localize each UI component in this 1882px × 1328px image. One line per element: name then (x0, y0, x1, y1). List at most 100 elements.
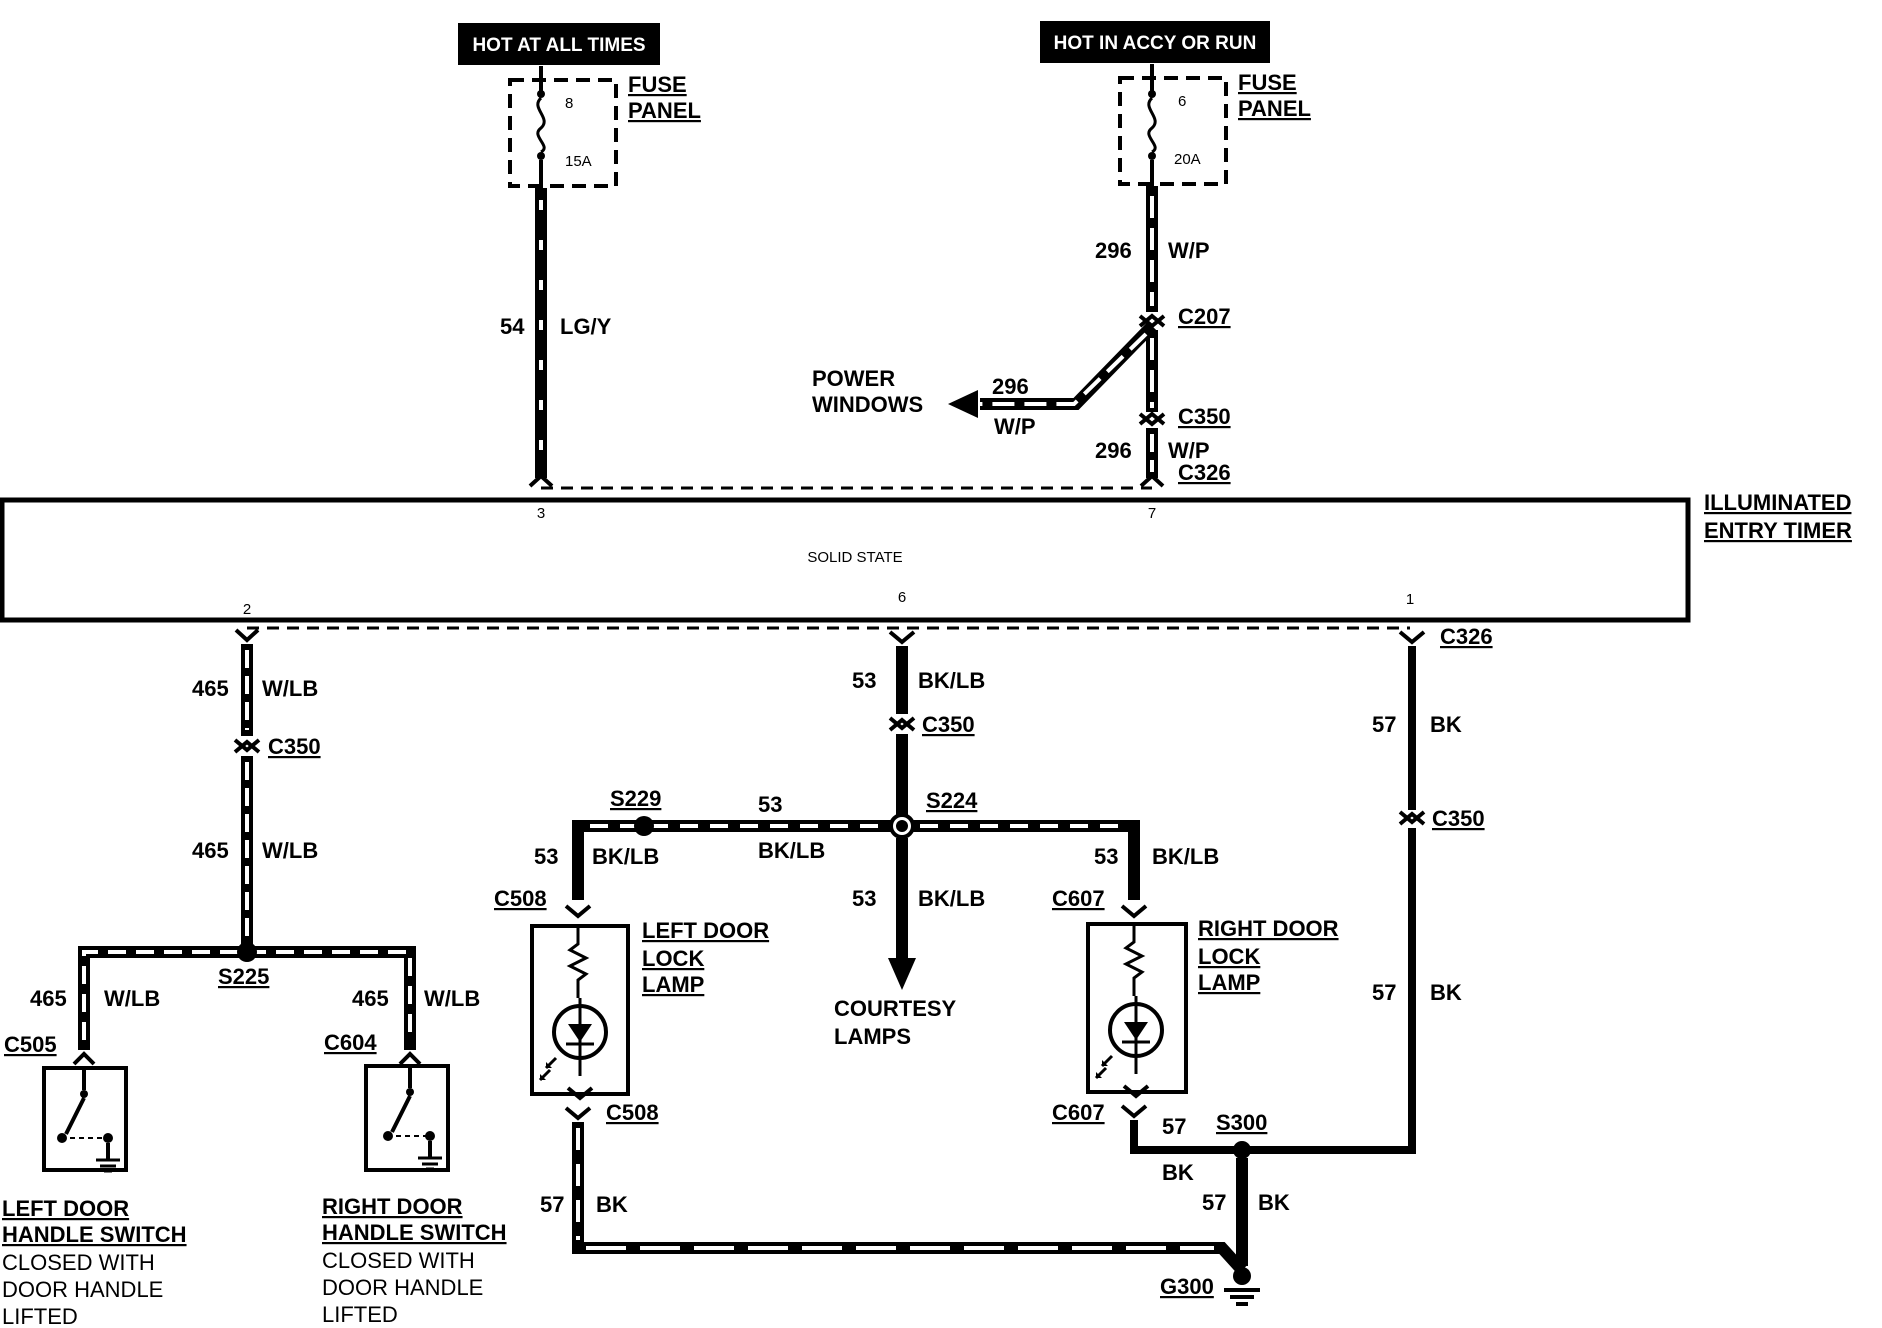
splice-s225 (237, 942, 257, 962)
module-pin-7: 7 (1148, 505, 1156, 522)
wire-465-lower-circuit: 465 (192, 838, 229, 863)
wire-53-courtesy-color: BK/LB (918, 886, 985, 911)
right-switch-line2: HANDLE SWITCH (322, 1220, 507, 1245)
wire-465-upper-color: W/LB (262, 676, 318, 701)
wire-53-upper-circuit: 53 (852, 668, 876, 693)
left-door-lock-lamp: C508 LEFT DOOR LOCK LAMP (494, 886, 769, 1101)
wire-53-right-circuit: 53 (1094, 844, 1118, 869)
wire-57-right-lamp: S300 57 BK (1130, 1110, 1267, 1185)
wire-465-upper-circuit: 465 (192, 676, 229, 701)
right-lamp-line2: LOCK (1198, 944, 1260, 969)
wire-57-ground-circuit: 57 (1202, 1190, 1226, 1215)
connector-c207-label: C207 (1178, 304, 1231, 329)
left-door-handle-switch: C505 LEFT DOOR HANDLE SWITCH CLOSED WITH… (2, 1032, 187, 1328)
splice-s229 (634, 816, 654, 836)
wire-53-horizontal-color: BK/LB (758, 838, 825, 863)
courtesy-line1: COURTESY (834, 996, 957, 1021)
wire-57-lower-circuit: 57 (1372, 980, 1396, 1005)
splice-s224-label: S224 (926, 788, 978, 813)
module-inner-label: SOLID STATE (807, 549, 902, 566)
connector-c607-bottom-label: C607 (1052, 1100, 1105, 1125)
wire-53-left-color: BK/LB (592, 844, 659, 869)
wire-53-courtesy-circuit: 53 (852, 886, 876, 911)
wire-54-color: LG/Y (560, 314, 612, 339)
fuse-8-number: 8 (565, 95, 573, 112)
wire-296-power-windows: 296 W/P POWER WINDOWS (812, 321, 1157, 439)
wire-296-upper: 296 W/P (1095, 186, 1210, 312)
right-switch-line1: RIGHT DOOR (322, 1194, 463, 1219)
connector-c350-top: C350 (1138, 404, 1231, 429)
courtesy-line2: LAMPS (834, 1024, 911, 1049)
wire-296-upper-circuit: 296 (1095, 238, 1132, 263)
splice-s300-label: S300 (1216, 1110, 1267, 1135)
wire-296-pw-circuit: 296 (992, 374, 1029, 399)
connector-c350-left-label: C350 (268, 734, 321, 759)
fuse-panel-right-line2: PANEL (1238, 96, 1311, 121)
connector-c350-mid-label: C350 (922, 712, 975, 737)
connector-c505-label: C505 (4, 1032, 57, 1057)
wire-57-upper-circuit: 57 (1372, 712, 1396, 737)
wire-57-ground: 57 BK (1202, 1158, 1290, 1266)
left-lamp-line1: LEFT DOOR (642, 918, 769, 943)
fuse-panel-left-line2: PANEL (628, 98, 701, 123)
entry-timer-module: SOLID STATE 3 7 2 6 1 ILLUMINATED ENTRY … (0, 490, 1852, 623)
module-pin-1: 1 (1406, 591, 1414, 608)
module-name-line1: ILLUMINATED (1704, 490, 1851, 515)
fuse-8: 8 15A FUSE PANEL (508, 66, 701, 188)
fuse-panel-right-line1: FUSE (1238, 70, 1297, 95)
hot-tag-right: HOT IN ACCY OR RUN (1040, 21, 1270, 63)
wire-57-left-color: BK (596, 1192, 628, 1217)
left-lamp-line3: LAMP (642, 972, 704, 997)
connector-c508-top-label: C508 (494, 886, 547, 911)
wire-465-lower: 465 W/LB (192, 756, 318, 950)
wire-296-lower: 296 W/P C326 (1095, 428, 1231, 488)
wire-53-horizontal: S229 S224 53 BK/LB 53 BK/LB 53 BK/LB (534, 786, 1219, 900)
splice-s300 (1233, 1141, 1251, 1159)
wire-53-upper-color: BK/LB (918, 668, 985, 693)
wire-296-upper-color: W/P (1168, 238, 1210, 263)
wire-465-branch: S225 465 W/LB 465 W/LB (30, 942, 480, 1050)
wire-54: 54 LG/Y (500, 188, 612, 488)
wire-53-courtesy: 53 BK/LB COURTESY LAMPS (834, 838, 985, 1049)
left-switch-line4: DOOR HANDLE (2, 1277, 163, 1302)
connector-c607-top-label: C607 (1052, 886, 1105, 911)
fuse-6-rating: 20A (1174, 151, 1201, 168)
module-pin-6: 6 (898, 589, 906, 606)
wire-465-lower-color: W/LB (262, 838, 318, 863)
wire-57-lower-color: BK (1430, 980, 1462, 1005)
left-lamp-line2: LOCK (642, 946, 704, 971)
splice-s225-label: S225 (218, 964, 269, 989)
module-pin-3: 3 (537, 505, 545, 522)
connector-c508-bottom-label: C508 (606, 1100, 659, 1125)
connector-c350-left: C350 (233, 734, 321, 759)
connector-c350-top-label: C350 (1178, 404, 1231, 429)
left-switch-line5: LIFTED (2, 1304, 78, 1328)
connector-c326-right-label: C326 (1440, 624, 1493, 649)
wire-57-left-circuit: 57 (540, 1192, 564, 1217)
wire-57-lower: 57 BK (1242, 828, 1462, 1154)
right-lamp-line1: RIGHT DOOR (1198, 916, 1339, 941)
wire-296-lower-circuit: 296 (1095, 438, 1132, 463)
wire-465-upper: 465 W/LB (192, 628, 318, 736)
connector-c350-right: C350 (1398, 806, 1485, 831)
connector-c508-bottom: C508 (564, 1100, 659, 1125)
hot-tag-left: HOT AT ALL TIMES (458, 23, 660, 65)
power-windows-line1: POWER (812, 366, 895, 391)
module-name-line2: ENTRY TIMER (1704, 518, 1852, 543)
wire-296-lower-color: W/P (1168, 438, 1210, 463)
left-switch-line1: LEFT DOOR (2, 1196, 129, 1221)
connector-c350-mid: C350 (888, 712, 975, 737)
wire-57-left-lamp: 57 BK (540, 1122, 1247, 1275)
right-door-lock-lamp: C607 RIGHT DOOR LOCK LAMP (1052, 886, 1339, 1099)
fuse-6: 6 20A FUSE PANEL (1118, 64, 1311, 186)
wire-57-s300-circuit: 57 (1162, 1114, 1186, 1139)
connector-c604-label: C604 (324, 1030, 377, 1055)
ground-g300-label: G300 (1160, 1274, 1214, 1299)
wire-53-horizontal-circuit: 53 (758, 792, 782, 817)
left-switch-line3: CLOSED WITH (2, 1250, 155, 1275)
fuse-8-rating: 15A (565, 153, 592, 170)
wire-54-circuit: 54 (500, 314, 525, 339)
fuse-panel-left-line1: FUSE (628, 72, 687, 97)
ground-g300: G300 (1160, 1267, 1260, 1306)
